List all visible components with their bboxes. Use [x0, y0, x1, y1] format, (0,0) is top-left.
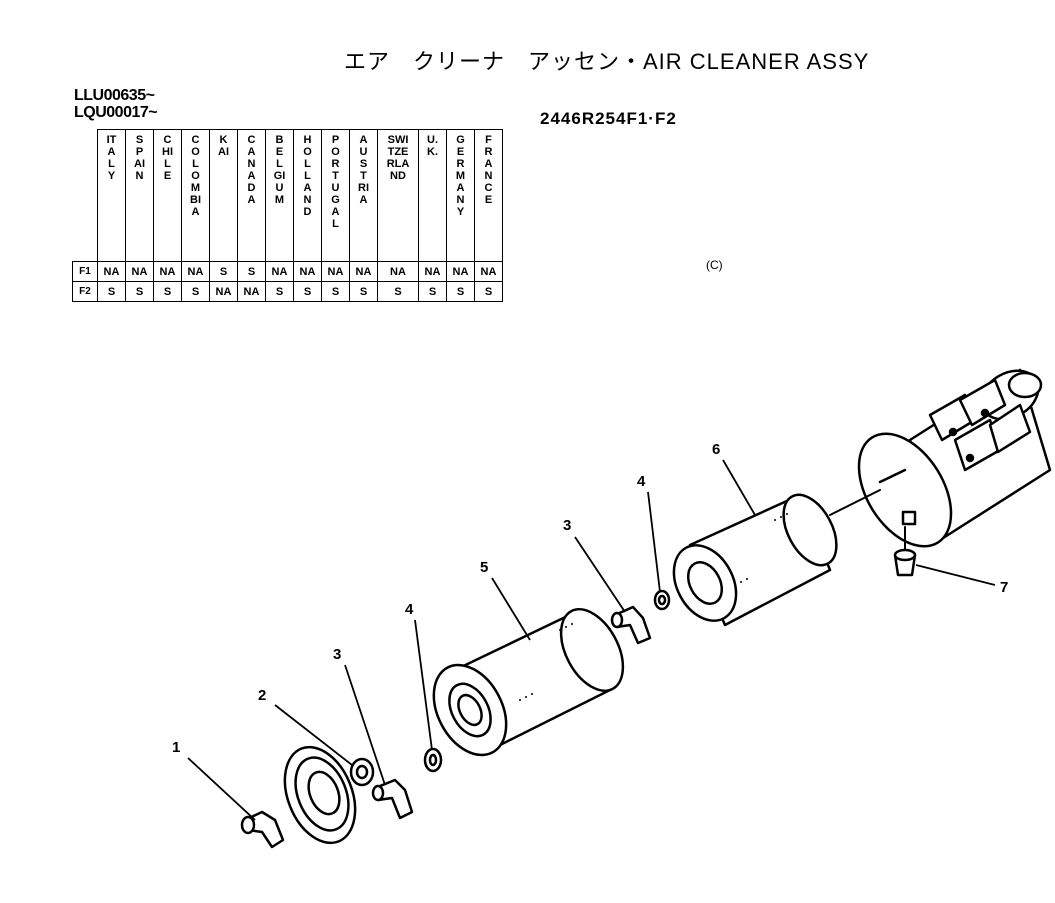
- country-header: PORTUGAL: [321, 129, 350, 262]
- serial-range-2: LQU00017~: [74, 104, 158, 121]
- country-label: FRANCE: [484, 134, 493, 206]
- callout-3-lower: 3: [333, 646, 341, 663]
- country-label: SWITZERLAND: [386, 134, 410, 182]
- callout-6: 6: [712, 441, 720, 458]
- country-header: CHILE: [153, 129, 182, 262]
- table-cell: S: [265, 281, 294, 302]
- small-mark: (C): [706, 258, 723, 272]
- table-row-f2: F2 S S S S NA NA S S S S S S S S: [72, 281, 503, 302]
- callout-1: 1: [172, 739, 180, 756]
- country-header: SWITZERLAND: [377, 129, 419, 262]
- air-cleaner-body: [857, 368, 1052, 548]
- country-label: GERMANY: [455, 134, 466, 218]
- country-label: PORTUGAL: [331, 134, 340, 230]
- table-cell: NA: [181, 261, 210, 282]
- drain-valve: [893, 526, 917, 577]
- country-header: SPAIN: [125, 129, 154, 262]
- callout-5: 5: [480, 559, 488, 576]
- washer: [349, 757, 375, 787]
- table-cell: S: [321, 281, 350, 302]
- cover-plate: [283, 745, 357, 845]
- callout-4-upper: 4: [637, 473, 646, 490]
- country-label: BELGIUM: [273, 134, 286, 206]
- country-label: ITALY: [106, 134, 117, 182]
- table-cell: S: [181, 281, 210, 302]
- elbow-bolt-lower: [371, 778, 414, 820]
- country-label: HOLLAND: [303, 134, 312, 218]
- table-cell: S: [125, 281, 154, 302]
- table-cell: NA: [209, 281, 238, 302]
- leader-lines: [187, 459, 996, 821]
- table-cell: S: [474, 281, 503, 302]
- country-header: U.K.: [418, 129, 447, 262]
- callout-3-upper: 3: [563, 517, 571, 534]
- table-header-row: ITALY SPAIN CHILE COLOMBIA KAI CANADA BE…: [72, 129, 503, 262]
- country-header: AUSTRIA: [349, 129, 378, 262]
- serial-range-1: LLU00635~: [74, 87, 155, 104]
- country-label: SPAIN: [134, 134, 145, 182]
- outer-filter-element: [432, 608, 625, 757]
- diagram-title: エア クリーナ アッセン・AIR CLEANER ASSY: [344, 49, 870, 74]
- callout-2: 2: [258, 687, 266, 704]
- country-label: CHILE: [162, 134, 173, 182]
- country-header: FRANCE: [474, 129, 503, 262]
- country-label: AUSTRIA: [358, 134, 369, 206]
- table-cell: NA: [474, 261, 503, 282]
- inner-filter-element: [672, 489, 881, 627]
- country-label: CANADA: [247, 134, 256, 206]
- country-label: COLOMBIA: [190, 134, 201, 218]
- callout-4-lower: 4: [405, 601, 414, 618]
- callout-7: 7: [1000, 579, 1008, 596]
- country-label: U.K.: [427, 134, 438, 158]
- table-cell: S: [97, 281, 126, 302]
- elbow-bolt-upper: [610, 605, 652, 645]
- model-number: 2446R254F1·F2: [540, 109, 677, 128]
- country-header: BELGIUM: [265, 129, 294, 262]
- country-header: CANADA: [237, 129, 266, 262]
- filter-mesh-dots: [519, 513, 788, 701]
- country-header: COLOMBIA: [181, 129, 210, 262]
- wing-nut: [240, 810, 285, 849]
- country-applicability-table: ITALY SPAIN CHILE COLOMBIA KAI CANADA BE…: [72, 129, 503, 302]
- country-label: KAI: [218, 134, 229, 158]
- table-cell: S: [446, 281, 475, 302]
- country-header: HOLLAND: [293, 129, 322, 262]
- country-header: GERMANY: [446, 129, 475, 262]
